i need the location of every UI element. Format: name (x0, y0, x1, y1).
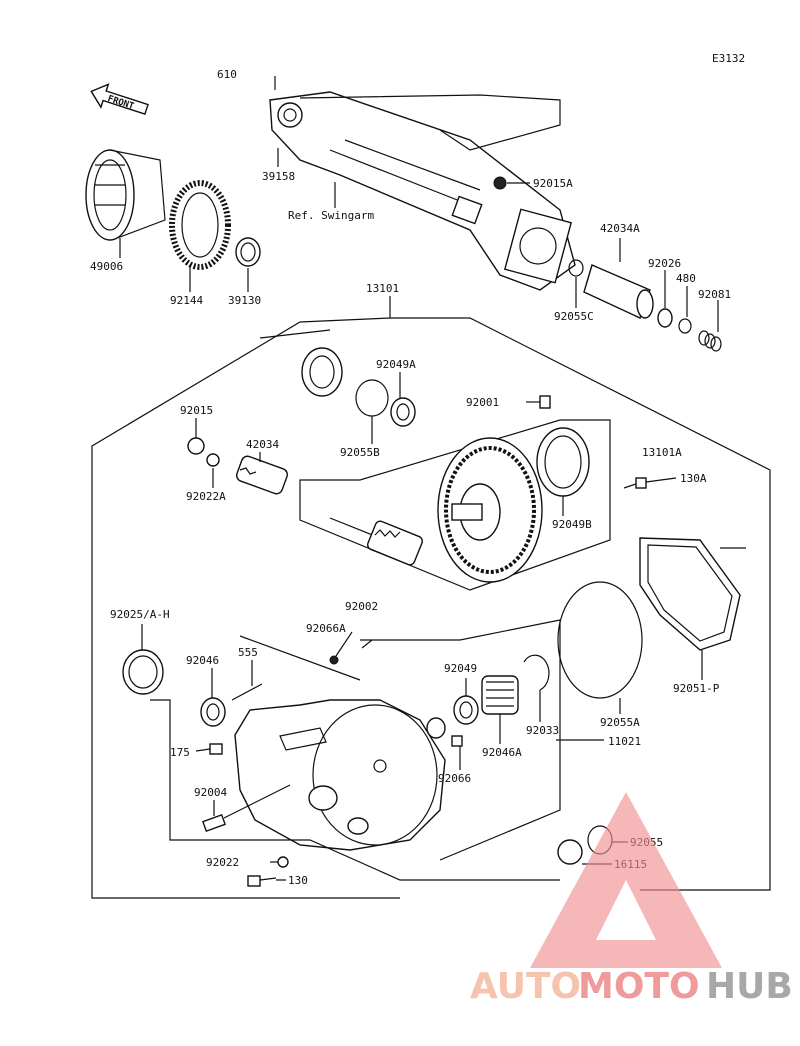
inner-bracket (299, 419, 611, 591)
leader-lines-top (119, 76, 719, 332)
label-92049b: 92049B (552, 518, 592, 531)
shaft-42034a (583, 264, 654, 319)
label-92002: 92002 (345, 600, 378, 613)
label-92055b: 92055B (340, 446, 380, 459)
label-13101: 13101 (366, 282, 399, 295)
ring-gear-13101a (437, 437, 543, 583)
nut-92015 (187, 437, 205, 455)
oring-92055c (568, 259, 584, 277)
label-92026: 92026 (648, 257, 681, 270)
bolt-92001 (526, 395, 551, 409)
label-92081: 92081 (698, 288, 731, 301)
label-92066: 92066 (438, 772, 471, 785)
label-92051: 92051-P (673, 682, 720, 695)
washer-92022 (277, 856, 289, 868)
label-92144: 92144 (170, 294, 203, 307)
circlip-480 (678, 318, 692, 334)
bearing-92046a (481, 675, 519, 715)
label-92046a: 92046A (482, 746, 522, 759)
bolt-92002 (361, 639, 373, 649)
label-175: 175 (170, 746, 190, 759)
bolt-92004 (201, 784, 291, 833)
label-42034a: 42034A (600, 222, 640, 235)
seal-92025 (122, 649, 164, 695)
label-92025: 92025/A-H (110, 608, 170, 621)
label-92022a: 92022A (186, 490, 226, 503)
label-92049: 92049 (444, 662, 477, 675)
label-92055c: 92055C (554, 310, 594, 323)
label-130a: 130A (680, 472, 707, 485)
boot-49006 (85, 149, 166, 241)
spring-92144 (169, 180, 231, 270)
label-92033: 92033 (526, 724, 559, 737)
figure-code: E3132 (712, 52, 745, 65)
label-92001: 92001 (466, 396, 499, 409)
watermark-logo: AUTO MOTO HUB (470, 792, 793, 1007)
gasket-92051 (639, 537, 746, 651)
plug-16115 (557, 839, 583, 865)
seal-92026 (657, 308, 673, 328)
swingarm-drawing (269, 91, 576, 291)
bearing-92049 (453, 695, 479, 725)
label-39158: 39158 (262, 170, 295, 183)
label-92066a: 92066A (306, 622, 346, 635)
assembly-bracket-13101 (91, 296, 771, 899)
label-92004: 92004 (194, 786, 227, 799)
bolt-175 (195, 743, 223, 755)
seal-92049b (536, 427, 590, 497)
seal-92049a (301, 347, 343, 397)
watermark-text-auto: AUTO (470, 966, 581, 1007)
label-92015: 92015 (180, 404, 213, 417)
bushing-39130 (235, 237, 261, 267)
oring-92055b (355, 379, 389, 417)
pinion-42034 (235, 455, 289, 495)
front-arrow: FRONT (90, 83, 149, 115)
pin-555 (231, 683, 263, 701)
label-92046: 92046 (186, 654, 219, 667)
label-42034: 42034 (246, 438, 279, 451)
label-92055a: 92055A (600, 716, 640, 729)
label-11021: 11021 (608, 735, 641, 748)
label-480: 480 (676, 272, 696, 285)
bearing-92046 (200, 697, 226, 727)
label-49006: 49006 (90, 260, 123, 273)
nut-92015a (493, 176, 507, 190)
label-92015a: 92015A (533, 177, 573, 190)
leader-lines-bottom (141, 372, 703, 881)
oring-92055a (557, 581, 643, 699)
plug-92066 (426, 717, 463, 747)
label-39130: 39130 (228, 294, 261, 307)
housing-11021 (234, 699, 446, 851)
ref-swingarm-label: Ref. Swingarm (288, 209, 374, 222)
pinion-shaft (329, 517, 423, 566)
label-13101a: 13101A (642, 446, 682, 459)
watermark-text-moto: MOTO (578, 966, 700, 1007)
bolt-130a (623, 477, 677, 489)
label-130: 130 (288, 874, 308, 887)
bolt-130 (247, 875, 277, 887)
label-92022: 92022 (206, 856, 239, 869)
washer-92066a (329, 655, 339, 665)
spring-92081 (698, 330, 722, 352)
label-555: 555 (238, 646, 258, 659)
bearing-92049a-outer (390, 397, 416, 427)
watermark-text-hub: HUB (706, 966, 793, 1007)
washer-92022a (206, 453, 220, 467)
label-610: 610 (217, 68, 237, 81)
circlip-92033 (523, 654, 550, 691)
label-92049a: 92049A (376, 358, 416, 371)
